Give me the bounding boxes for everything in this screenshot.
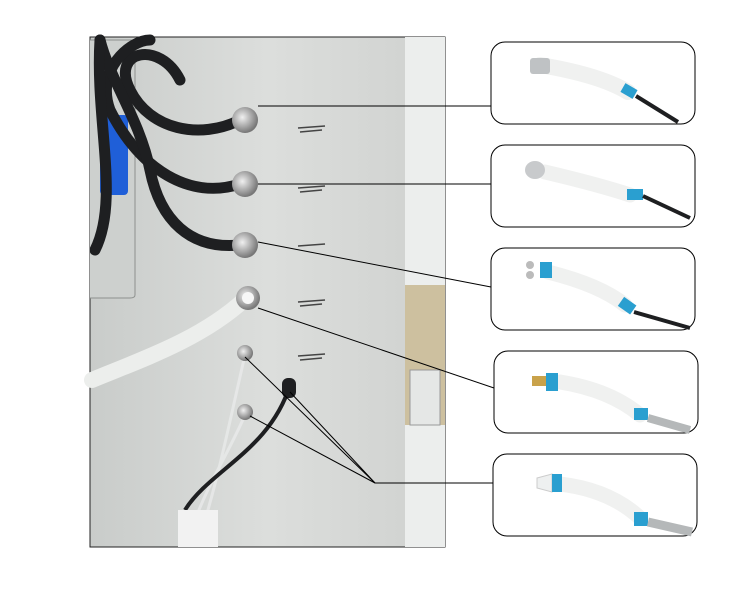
port-connector-icon [232, 107, 296, 420]
callout-handpiece-cone-tip [492, 453, 698, 537]
callout-handpiece-dome-head [490, 144, 696, 228]
callout-handpiece-double-ball [490, 247, 696, 331]
handpiece-symbol-icon [297, 125, 326, 361]
white-tube [84, 292, 252, 388]
callout-handpiece-nozzle [493, 350, 699, 434]
cables [89, 34, 246, 256]
machine-photo [84, 34, 446, 548]
callout-handpiece-flat-head [490, 41, 696, 125]
callout-lines [244, 105, 495, 484]
